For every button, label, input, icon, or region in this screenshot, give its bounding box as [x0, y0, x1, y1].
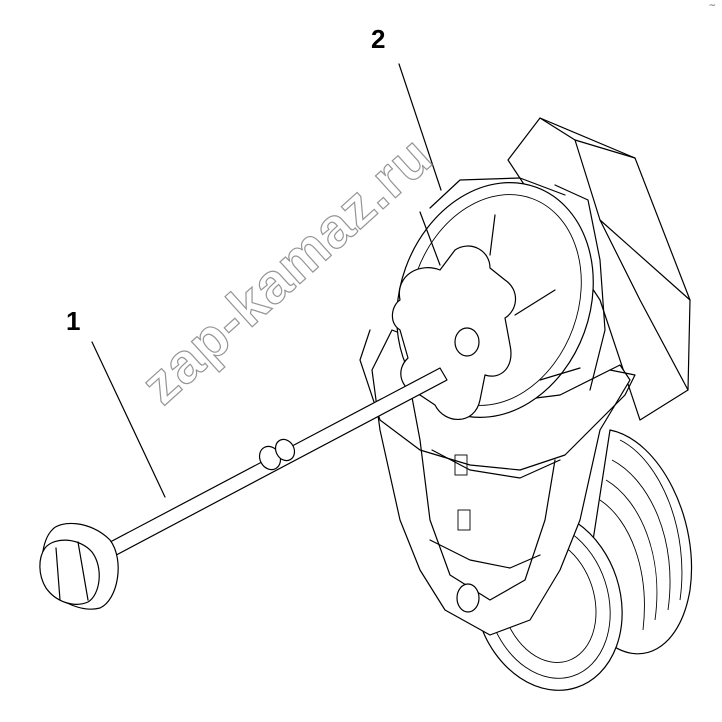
callout-label-1: 1: [66, 306, 81, 336]
leader-line-1: [91, 341, 166, 498]
leader-line-2: [398, 63, 442, 191]
hub-center-hole: [454, 327, 480, 357]
tensioner-hub: [391, 245, 517, 420]
pivot-hole: [456, 583, 480, 613]
belt-tensioner: [359, 117, 693, 691]
leader-lines: [91, 63, 442, 498]
bolt: [39, 367, 448, 610]
callout-label-2: 2: [371, 24, 386, 54]
tensioner-housing: [507, 117, 691, 421]
bolt-head: [39, 539, 100, 605]
corner-mark: ~: [708, 1, 716, 11]
